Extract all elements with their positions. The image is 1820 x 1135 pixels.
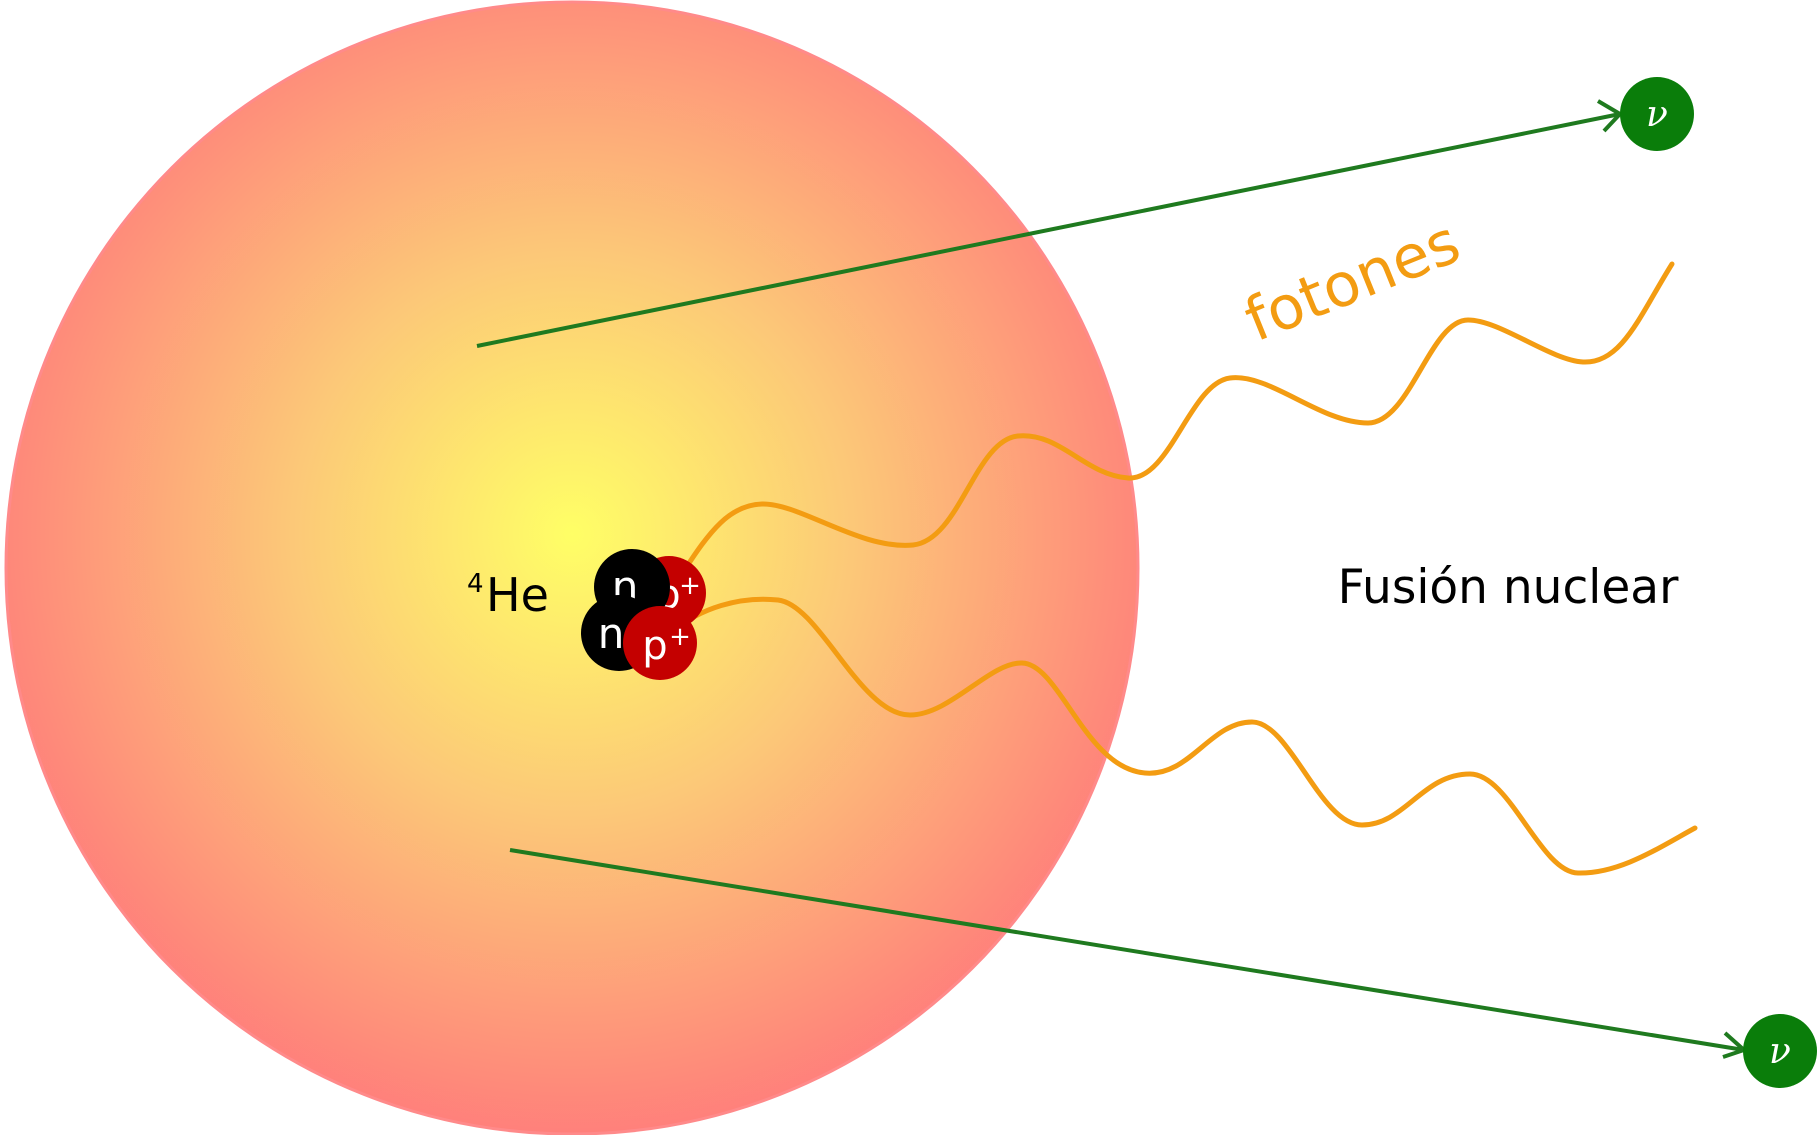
neutrino-badge-top: ν bbox=[1620, 77, 1694, 151]
helium-mass-number: 4 bbox=[467, 569, 484, 599]
diagram-title: Fusión nuclear bbox=[1338, 560, 1679, 615]
helium-symbol: He bbox=[486, 568, 549, 622]
proton-front-letter: p bbox=[642, 623, 667, 669]
star-sphere bbox=[4, 0, 1140, 1135]
helium-label: 4 He bbox=[467, 568, 549, 622]
proton-front: p + bbox=[623, 606, 697, 680]
proton-back-charge: + bbox=[679, 571, 701, 601]
photon-wave-upper bbox=[679, 261, 1675, 577]
neutrino-symbol-top: ν bbox=[1646, 94, 1668, 135]
neutron-back-letter: n bbox=[598, 609, 625, 658]
neutrino-symbol-bottom: ν bbox=[1769, 1031, 1791, 1072]
neutrino-badge-bottom: ν bbox=[1743, 1014, 1817, 1088]
photon-wave-lower bbox=[669, 596, 1698, 876]
proton-front-charge: + bbox=[669, 622, 691, 652]
helium-nucleus: p + n n p + bbox=[581, 549, 706, 680]
photons-label: fotones bbox=[1235, 207, 1469, 356]
